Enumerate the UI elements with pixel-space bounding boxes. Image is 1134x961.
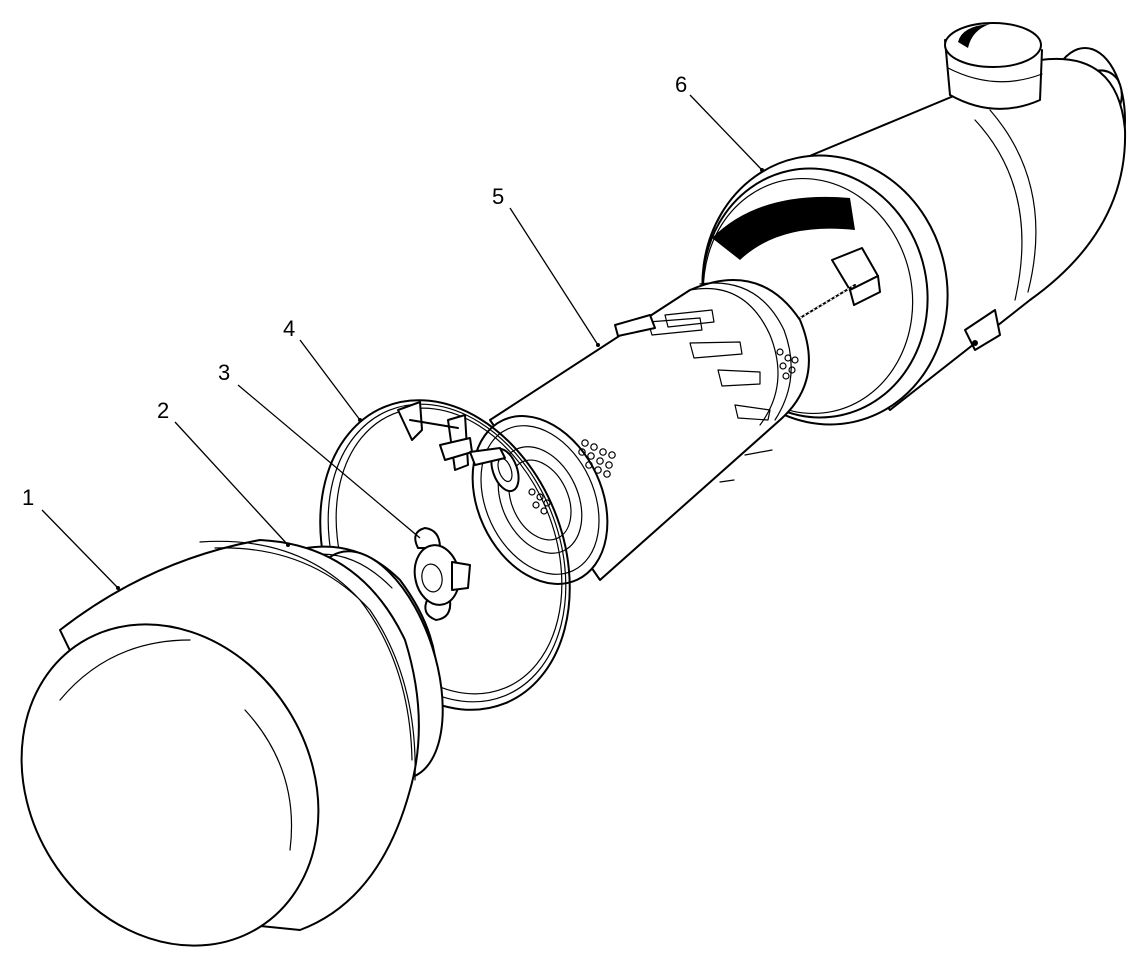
part-1-end-cap [20,539,420,947]
leader-4 [299,339,361,421]
leader-5 [509,207,599,346]
callout-1: 1 [22,485,34,510]
part-4-clamp-ring [319,399,571,711]
callout-5: 5 [492,184,504,209]
leader-2 [174,421,289,546]
leader-1 [41,509,119,589]
callout-4: 4 [283,316,295,341]
callout-6: 6 [675,72,687,97]
part-3-wing-nut [413,527,471,621]
leader-6 [689,94,763,171]
callout-3: 3 [218,360,230,385]
leader-3 [237,384,421,539]
leader-lines [41,94,764,590]
callout-numbers: 1 2 3 4 5 6 [22,72,687,510]
callout-2: 2 [157,398,169,423]
